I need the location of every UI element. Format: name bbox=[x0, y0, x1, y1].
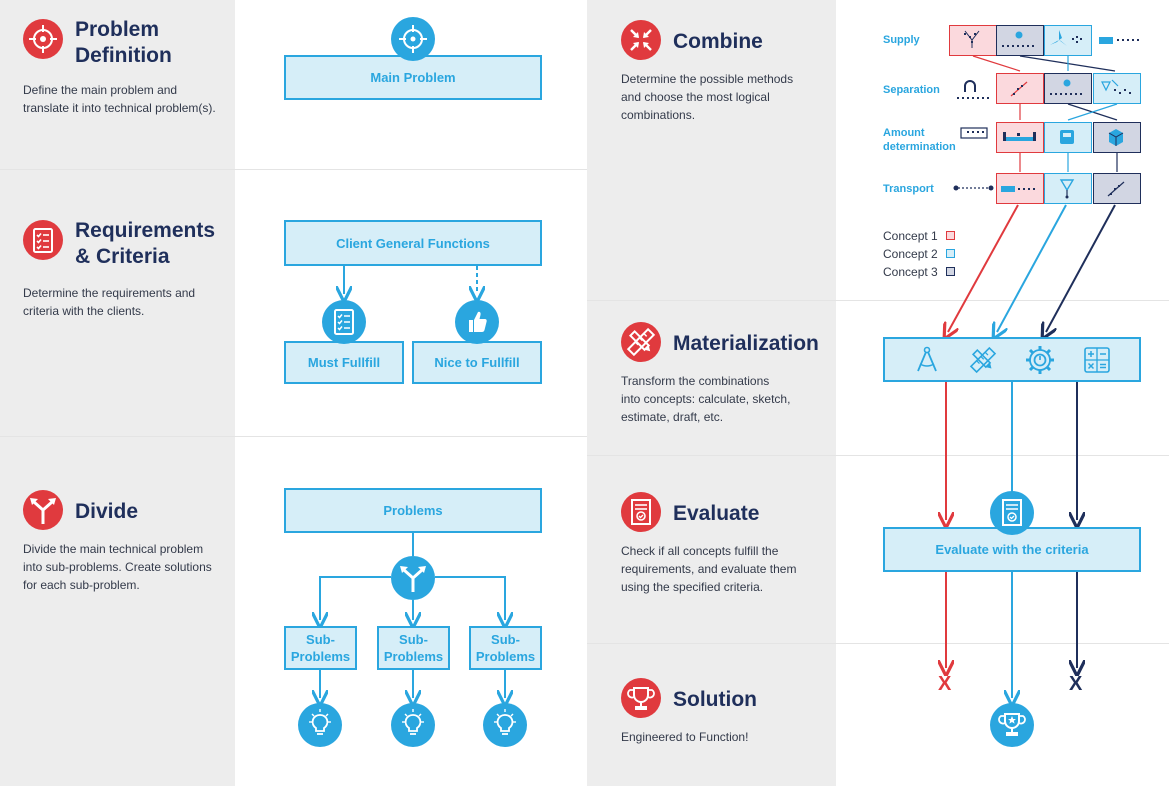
lightbulb-icon bbox=[483, 703, 527, 747]
legend-concept-2: Concept 2 bbox=[883, 247, 938, 261]
sub-problems-box-3: Sub-Problems bbox=[469, 626, 542, 670]
evaluate-title: Evaluate bbox=[673, 502, 760, 525]
lightbulb-icon bbox=[298, 703, 342, 747]
matrix-cell-amount-3 bbox=[1093, 122, 1141, 153]
legend-swatch-3 bbox=[946, 267, 955, 276]
target-icon bbox=[391, 17, 435, 61]
matrix-row-label-supply: Supply bbox=[883, 34, 920, 46]
right-text-panel bbox=[587, 0, 836, 786]
pencil-ruler-icon bbox=[621, 322, 661, 362]
matrix-row-label-separation: Separation bbox=[883, 84, 940, 96]
requirements-title: Requirements& Criteria bbox=[75, 219, 216, 268]
checklist-icon bbox=[23, 220, 63, 260]
split-arrows-icon bbox=[391, 556, 435, 600]
matrix-cell-supply-3 bbox=[1044, 25, 1092, 56]
thumbs-up-icon bbox=[455, 300, 499, 344]
matrix-cell-supply-1 bbox=[949, 25, 997, 56]
concept-3-rejected-mark: X bbox=[1069, 673, 1083, 695]
matrix-cell-amount-1 bbox=[996, 122, 1044, 153]
split-arrows-icon bbox=[23, 490, 63, 530]
merge-arrows-icon bbox=[621, 20, 661, 60]
lightbulb-icon bbox=[391, 703, 435, 747]
matrix-cell-transport-1 bbox=[996, 173, 1044, 204]
sub-problems-box-1: Sub-Problems bbox=[284, 626, 357, 670]
matrix-row-label-transport: Transport bbox=[883, 183, 934, 195]
divide-title: Divide bbox=[75, 500, 139, 523]
legend-concept-3: Concept 3 bbox=[883, 265, 938, 279]
legend-swatch-1 bbox=[946, 231, 955, 240]
matrix-extra-icon bbox=[1099, 37, 1139, 44]
document-check-icon bbox=[621, 492, 661, 532]
solution-title: Solution bbox=[673, 688, 757, 711]
client-general-functions-box: Client General Functions bbox=[284, 220, 542, 266]
calculator-icon bbox=[1084, 346, 1110, 373]
legend-swatch-2 bbox=[946, 249, 955, 258]
matrix-cell-supply-2 bbox=[996, 25, 1044, 56]
matrix-cell-amount-2 bbox=[1044, 122, 1092, 153]
target-icon bbox=[23, 19, 63, 59]
checklist-icon bbox=[322, 300, 366, 344]
matrix-cell-transport-3 bbox=[1093, 173, 1141, 204]
trophy-icon bbox=[990, 703, 1034, 747]
compass-icon bbox=[917, 346, 937, 371]
nice-to-fulfill-box: Nice to Fullfill bbox=[412, 341, 542, 384]
materialization-tools-box bbox=[883, 337, 1141, 382]
matrix-cell-separation-2 bbox=[1044, 73, 1092, 104]
matrix-cell-transport-2 bbox=[1044, 173, 1092, 204]
materialization-title: Materialization bbox=[673, 332, 819, 355]
legend-concept-1: Concept 1 bbox=[883, 229, 938, 243]
solution-description: Engineered to Function! bbox=[621, 730, 749, 744]
matrix-cell-separation-3 bbox=[1093, 73, 1141, 104]
main-problem-box: Main Problem bbox=[284, 55, 542, 100]
left-text-panel bbox=[0, 0, 235, 786]
conveyor-icon bbox=[953, 185, 994, 191]
combine-title: Combine bbox=[673, 30, 763, 53]
trophy-icon bbox=[621, 678, 661, 718]
gear-power-icon bbox=[1026, 345, 1054, 374]
concept-1-rejected-mark: X bbox=[938, 673, 952, 695]
matrix-cell-separation-1 bbox=[996, 73, 1044, 104]
document-check-icon bbox=[990, 491, 1034, 535]
problems-box: Problems bbox=[284, 488, 542, 533]
magnet-icon bbox=[957, 80, 989, 99]
sensor-bar-icon bbox=[960, 127, 988, 139]
must-fulfill-box: Must Fullfill bbox=[284, 341, 404, 384]
sub-problems-box-2: Sub-Problems bbox=[377, 626, 450, 670]
pencil-ruler-icon bbox=[969, 346, 997, 373]
